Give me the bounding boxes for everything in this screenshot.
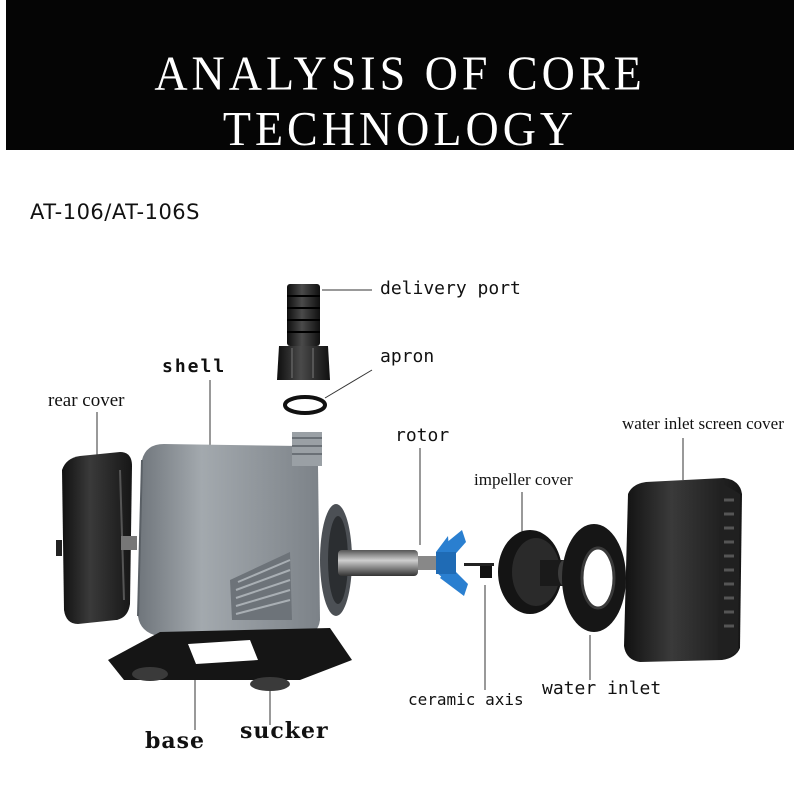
water-inlet-part [562, 524, 626, 632]
rotor-part [338, 530, 494, 596]
banner-title: ANALYSIS OF CORE TECHNOLOGY [154, 46, 646, 156]
label-impeller-cover: impeller cover [474, 470, 573, 489]
label-sucker: sucker [240, 718, 329, 744]
label-ceramic-axis: ceramic axis [408, 690, 524, 709]
delivery-port-part [277, 284, 330, 380]
sucker-left [132, 667, 168, 681]
label-base: base [145, 728, 206, 754]
sucker-right [250, 677, 290, 691]
label-water-inlet-screen-cover: water inlet screen cover [622, 414, 784, 433]
apron-ring [283, 395, 327, 415]
label-rotor: rotor [395, 425, 450, 446]
leader-apron [324, 369, 373, 399]
label-rear-cover: rear cover [48, 390, 125, 411]
rear-cover-part [56, 452, 132, 624]
label-water-inlet: water inlet [542, 678, 662, 699]
label-shell: shell [162, 356, 227, 377]
label-delivery-port: delivery port [380, 278, 521, 299]
leader-lines [96, 289, 684, 730]
label-apron: apron [380, 346, 435, 367]
base-part [108, 628, 352, 691]
ceramic-axis-shaft [464, 563, 494, 566]
shell-part [121, 432, 352, 636]
impeller-cover-part [498, 530, 570, 614]
water-inlet-screen-cover-part [624, 478, 742, 662]
model-number: AT-106/AT-106S [30, 200, 200, 224]
impeller-blades [436, 530, 468, 596]
title-banner: ANALYSIS OF CORE TECHNOLOGY [6, 0, 794, 156]
